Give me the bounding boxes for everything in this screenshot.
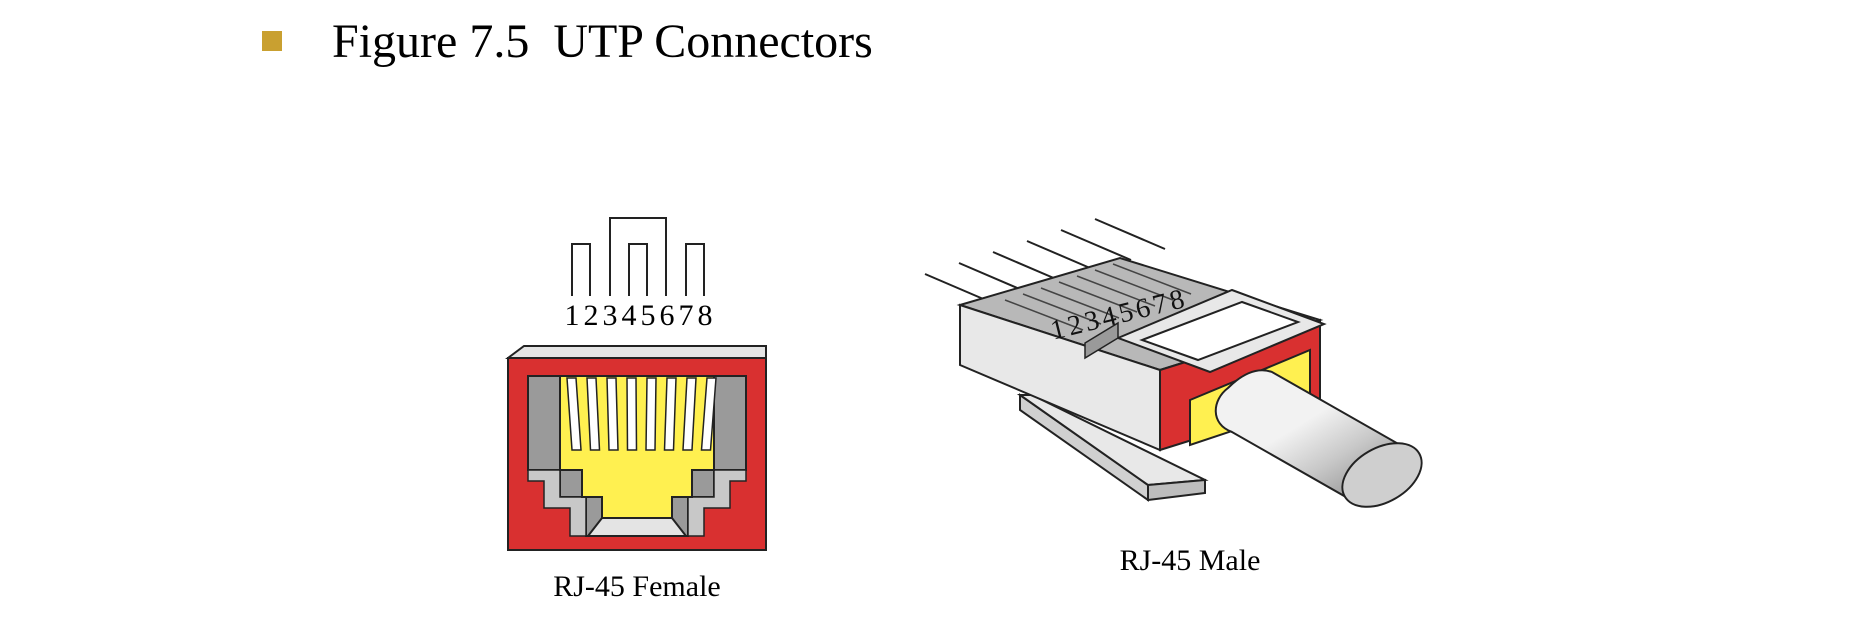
slide-title-row: Figure 7.5 UTP Connectors [262, 6, 873, 76]
female-pin-number: 7 [679, 299, 694, 332]
bullet-square-icon [262, 31, 282, 51]
female-label: RJ-45 Female [553, 570, 720, 603]
male-contact-groove [1094, 269, 1174, 301]
male-cable-end [1341, 442, 1423, 508]
pin-pair-4-5-line [628, 243, 648, 296]
male-contact-groove [1112, 263, 1192, 295]
female-jack-ledge-left [527, 469, 587, 537]
female-pin-number: 2 [584, 299, 599, 332]
male-plug-opening [1139, 300, 1301, 362]
female-pinout-diagram [571, 217, 705, 296]
male-contact-groove [1004, 299, 1084, 331]
male-conductor-wire [1026, 240, 1098, 272]
female-contact-spring [682, 377, 697, 451]
male-conductor-wire [992, 251, 1064, 283]
female-jack-bottom-slot [585, 517, 689, 537]
male-contact-groove [1022, 293, 1102, 325]
female-contact-spring [586, 377, 601, 451]
male-contact-groove [1040, 287, 1120, 319]
male-contact-groove [1076, 275, 1156, 307]
female-contact-springs [566, 377, 717, 451]
female-pin-number: 6 [660, 299, 675, 332]
female-pin-number: 8 [698, 299, 713, 332]
female-jack-top-face [505, 345, 767, 359]
female-jack-ledge-right [687, 469, 747, 537]
slide-title: Figure 7.5 UTP Connectors [332, 14, 873, 68]
female-pin-number: 5 [641, 299, 656, 332]
female-pin-number: 1 [565, 299, 580, 332]
pin-pair-3-6-line [609, 217, 667, 296]
female-pin-number: 3 [603, 299, 618, 332]
female-contact-spring [606, 377, 619, 451]
female-contact-spring [566, 377, 582, 451]
male-label: RJ-45 Male [1120, 544, 1261, 577]
female-contact-spring [663, 377, 677, 451]
pin-pair-7-8-line [685, 243, 705, 296]
male-plug-slot-step [1084, 321, 1119, 360]
male-clip-front [1147, 478, 1206, 502]
female-contact-spring [700, 377, 717, 451]
male-conductor-wire [1094, 218, 1166, 250]
male-conductor-wire [1060, 229, 1132, 261]
female-contact-spring [626, 377, 638, 451]
male-contact-groove [1058, 281, 1138, 313]
male-contact-grooves [1004, 263, 1192, 331]
female-pin-number: 4 [622, 299, 637, 332]
female-contact-spring [645, 377, 657, 451]
pin-pair-1-2-line [571, 243, 591, 296]
